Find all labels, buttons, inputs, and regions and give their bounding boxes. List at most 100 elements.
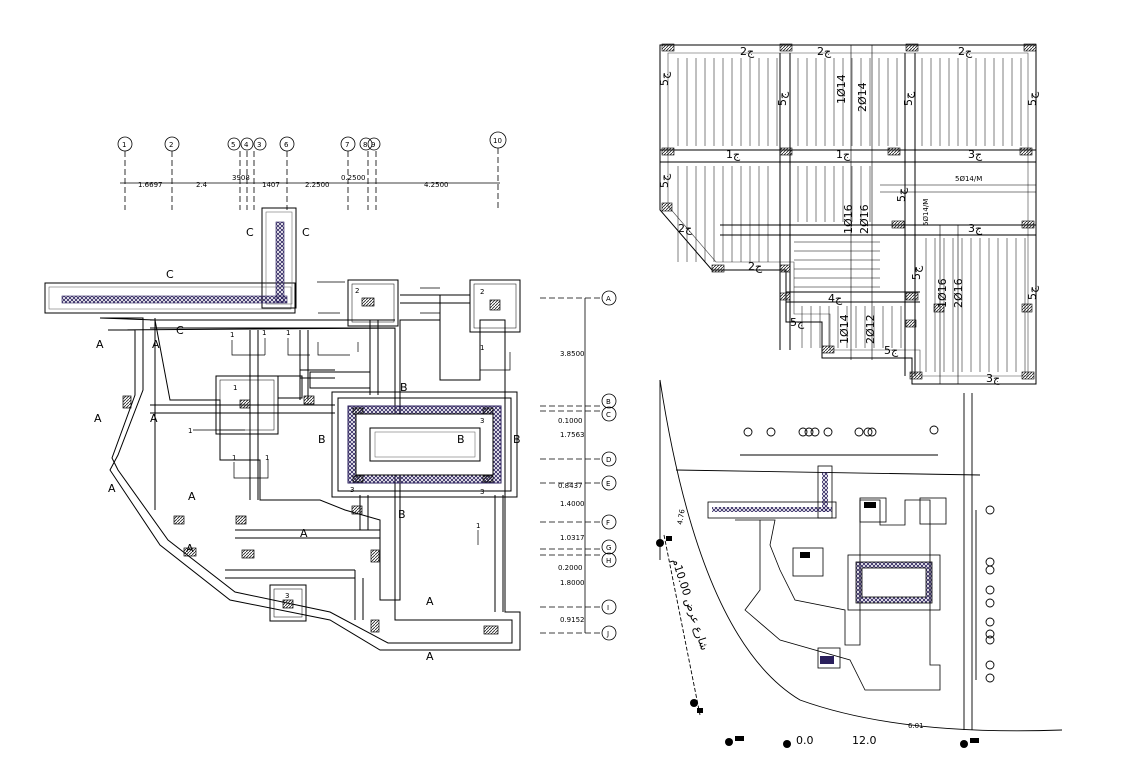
axis-label: H xyxy=(606,557,611,565)
section-mark-c: C xyxy=(302,226,310,239)
bar-label: 2Ø16 xyxy=(952,278,965,308)
footings xyxy=(215,279,521,622)
bar-label: 2Ø14 xyxy=(856,82,869,112)
section-mark-c: C xyxy=(246,226,254,239)
column-tag-numbers: 1 1 1 1 1 1 1 1 1 2 2 3 3 3 3 xyxy=(188,287,484,600)
scale-right: 12.0 xyxy=(852,734,877,747)
axis-label: D xyxy=(606,456,611,464)
slab-label: 2ج xyxy=(678,222,693,235)
axis-label: 8 xyxy=(363,141,367,149)
slab-label: 5ج xyxy=(658,173,671,188)
axis-label: 7 xyxy=(345,141,349,149)
dimension-text: 1.4000 xyxy=(560,500,585,508)
dimension-text: 1.0317 xyxy=(560,534,585,542)
tag-number: 1 xyxy=(286,329,290,337)
core-raft xyxy=(331,391,518,498)
site-symbols xyxy=(656,502,979,748)
section-mark-b: B xyxy=(398,508,406,521)
section-mark-a: A xyxy=(152,338,160,351)
axis-label: 9 xyxy=(371,141,375,149)
tag-number: 3 xyxy=(285,592,289,600)
slab-vertical-labels: 5ج 5ج 5ج 5ج 5ج 5ج 5ج 5ج 1Ø14 2Ø14 1Ø16 2… xyxy=(658,71,1039,344)
slab-plan: 2ج 2ج 2ج 1ج 1ج 3ج 2ج 4ج 5ج 3ج 3ج 2ج 5ج 5… xyxy=(658,43,1039,385)
slab-label: 5ج xyxy=(1026,91,1039,106)
section-mark-a: A xyxy=(96,338,104,351)
section-mark-a: A xyxy=(108,482,116,495)
section-mark-a: A xyxy=(300,527,308,540)
axis-label: 1 xyxy=(122,141,126,149)
slab-label: 5ج xyxy=(910,265,923,280)
tag-number: 1 xyxy=(480,344,484,352)
dimension-text: 0.1000 xyxy=(558,417,583,425)
slab-label: 3ج xyxy=(968,222,983,235)
tag-number: 2 xyxy=(355,287,359,295)
bar-label: 1Ø14 xyxy=(838,314,851,344)
top-axis-bubbles xyxy=(117,131,507,210)
dimension-text: 4.76 xyxy=(676,508,687,525)
beam-hatch xyxy=(61,295,288,304)
slab-columns xyxy=(661,43,1037,380)
foundation-plan: 1 2 5 4 3 6 7 8 9 10 1.6697 2.4 3908 140… xyxy=(44,131,617,663)
dimension-text: 1407 xyxy=(262,181,280,189)
site-texts: 0.0 12.0 6.01 4.76 شارع عرض 10.00م xyxy=(669,508,923,747)
slab-label: 5ج xyxy=(902,91,915,106)
section-mark-c: C xyxy=(166,268,174,281)
section-mark-b: B xyxy=(513,433,521,446)
dimension-text: 1.6697 xyxy=(138,181,163,189)
axis-label: J xyxy=(606,630,609,638)
bar-label: 5Ø14/M xyxy=(922,199,930,226)
tag-number: 1 xyxy=(262,329,266,337)
dimension-text: 3908 xyxy=(232,174,250,182)
axis-label: E xyxy=(606,480,610,488)
section-mark-a: A xyxy=(188,490,196,503)
slab-label: 4ج xyxy=(828,292,843,305)
dimension-text: 3.8500 xyxy=(560,350,585,358)
tag-number: 3 xyxy=(480,488,484,496)
bar-label: 5Ø14/M xyxy=(955,175,982,183)
axis-label: A xyxy=(606,295,611,303)
site-plan: 0.0 12.0 6.01 4.76 شارع عرض 10.00م xyxy=(656,379,1063,748)
dimension-text: 0.2000 xyxy=(558,564,583,572)
section-mark-a: A xyxy=(426,650,434,663)
column-tags xyxy=(193,281,511,545)
slab-label: 2ج xyxy=(817,45,832,58)
bar-label: 1Ø16 xyxy=(936,278,949,308)
section-mark-a: A xyxy=(426,595,434,608)
tag-number: 1 xyxy=(265,454,269,462)
tag-number: 1 xyxy=(233,384,237,392)
right-axis-labels: A B C D E F G H I J 3.8500 0.1000 1.7563… xyxy=(558,295,611,638)
top-axis-labels: 1 2 5 4 3 6 7 8 9 10 1.6697 2.4 3908 140… xyxy=(122,137,502,189)
axis-label: 5 xyxy=(231,141,235,149)
section-mark-a: A xyxy=(150,412,158,425)
slab-label: 3ج xyxy=(968,148,983,161)
site-beam-hatch xyxy=(712,507,832,512)
dimension-text: 0.8437 xyxy=(558,482,583,490)
site-foundation xyxy=(707,465,947,691)
slab-label: 2ج xyxy=(958,45,973,58)
axis-label: F xyxy=(606,519,610,527)
dimension-text: 4.2500 xyxy=(424,181,449,189)
slab-label: 3ج xyxy=(986,372,1001,385)
section-mark-c: C xyxy=(176,324,184,337)
slab-label: 2ج xyxy=(740,45,755,58)
dimension-text: 0.2500 xyxy=(341,174,366,182)
slab-labels: 2ج 2ج 2ج 1ج 1ج 3ج 2ج 4ج 5ج 3ج 3ج 2ج 5ج 5… xyxy=(678,45,1001,385)
slab-label: 5ج xyxy=(790,316,805,329)
tag-number: 2 xyxy=(480,288,484,296)
tag-number: 1 xyxy=(230,331,234,339)
section-mark-b: B xyxy=(400,381,408,394)
slab-label: 5ج xyxy=(776,91,789,106)
site-beam-hatch xyxy=(822,472,828,512)
rebar-strips xyxy=(677,58,1026,372)
dimension-text: 1.7563 xyxy=(560,431,585,439)
column-stubs xyxy=(122,297,501,635)
axis-label: C xyxy=(606,411,611,419)
tag-number: 1 xyxy=(188,427,192,435)
bar-label: 2Ø12 xyxy=(864,314,877,344)
tag-number: 1 xyxy=(232,454,236,462)
slab-label: 5ج xyxy=(658,71,671,86)
axis-label: 2 xyxy=(169,141,173,149)
axis-label: B xyxy=(606,398,611,406)
slab-label: 5ج xyxy=(884,344,899,357)
